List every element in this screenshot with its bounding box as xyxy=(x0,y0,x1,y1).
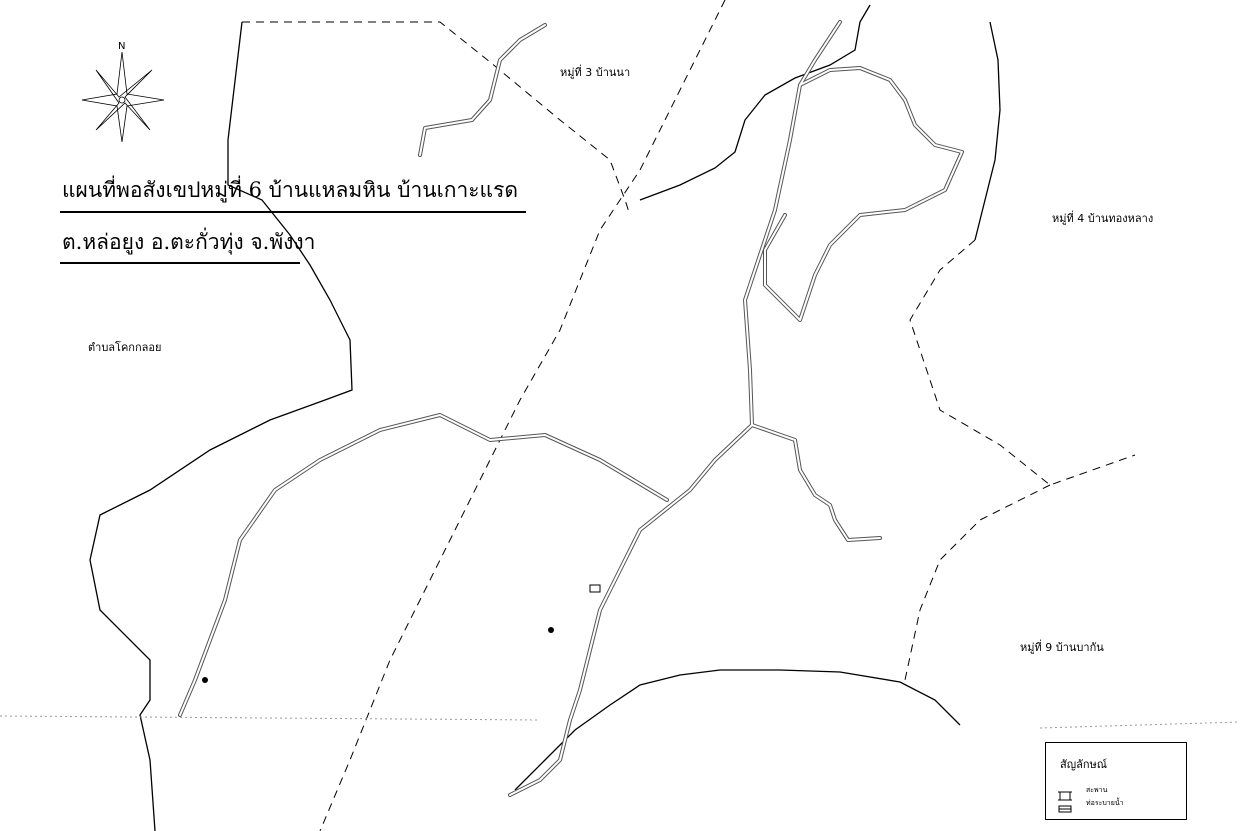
dashed-boundaries xyxy=(242,0,1136,831)
legend-title: สัญลักษณ์ xyxy=(1060,758,1107,771)
west-boundary-line xyxy=(89,21,353,831)
culvert-icon xyxy=(1058,799,1072,812)
bridge-icon xyxy=(1058,786,1072,800)
map-legend: สัญลักษณ์ สะพาน ท่อระบายน้ำ xyxy=(1045,742,1187,820)
compass-rose xyxy=(81,51,165,143)
compass-center xyxy=(118,96,126,104)
area-label-village4: หมู่ที่ 4 บ้านทองหลาง xyxy=(1052,212,1154,225)
shoreline-east xyxy=(1039,721,1240,729)
legend-item-culvert: ท่อระบายน้ำ xyxy=(1058,798,1124,812)
compass-star-main xyxy=(81,51,165,143)
landmark-markers xyxy=(202,584,601,683)
dashed-boundary-southeast xyxy=(904,484,1051,681)
east-spur-road xyxy=(750,423,882,542)
temple-marker xyxy=(548,627,554,633)
legend-label-culvert: ท่อระบายน้ำ xyxy=(1086,799,1124,807)
legend-item-bridge: สะพาน xyxy=(1058,785,1108,800)
south-coastline xyxy=(514,669,961,791)
title-underline-2 xyxy=(60,262,300,264)
map-title-line2: ต.หล่อยูง อ.ตะกั่วทุ่ง จ.พังงา xyxy=(62,230,316,254)
road-network xyxy=(178,20,964,797)
west-road xyxy=(178,413,669,717)
school-marker xyxy=(202,677,208,683)
area-label-village9: หมู่ที่ 9 บ้านบากัน xyxy=(1020,641,1104,654)
area-label-village3: หมู่ที่ 3 บ้านนา xyxy=(560,66,631,79)
east-spur-inner xyxy=(751,424,881,541)
shoreline-west xyxy=(0,715,541,721)
main-road-inner xyxy=(509,21,841,796)
legend-label-bridge: สะพาน xyxy=(1086,786,1108,794)
dashed-boundary-north xyxy=(242,21,631,216)
north-spur-road xyxy=(418,23,547,157)
area-label-subdistrict: ตำบลโคกกลอย xyxy=(88,341,162,354)
boundary-lines xyxy=(89,4,1001,831)
compass-star-diagonal xyxy=(95,69,153,131)
west-road-inner xyxy=(179,414,668,716)
title-underline-1 xyxy=(60,211,526,213)
compass-north-label: N xyxy=(118,41,126,52)
dashed-boundary-diagonal xyxy=(319,0,726,831)
shoreline-dotted xyxy=(0,715,1240,729)
northeast-loop-inner xyxy=(764,67,963,321)
east-boundary-line xyxy=(974,21,1001,241)
road-inner-lines xyxy=(179,21,963,796)
dashed-boundary-east xyxy=(909,239,1136,486)
north-spur-inner xyxy=(419,24,546,156)
map-title-line1: แผนที่พอสังเขปหมู่ที่ 6 บ้านแหลมหิน บ้าน… xyxy=(62,178,519,202)
bridge-marker xyxy=(589,584,601,593)
north-river-line xyxy=(639,4,871,201)
